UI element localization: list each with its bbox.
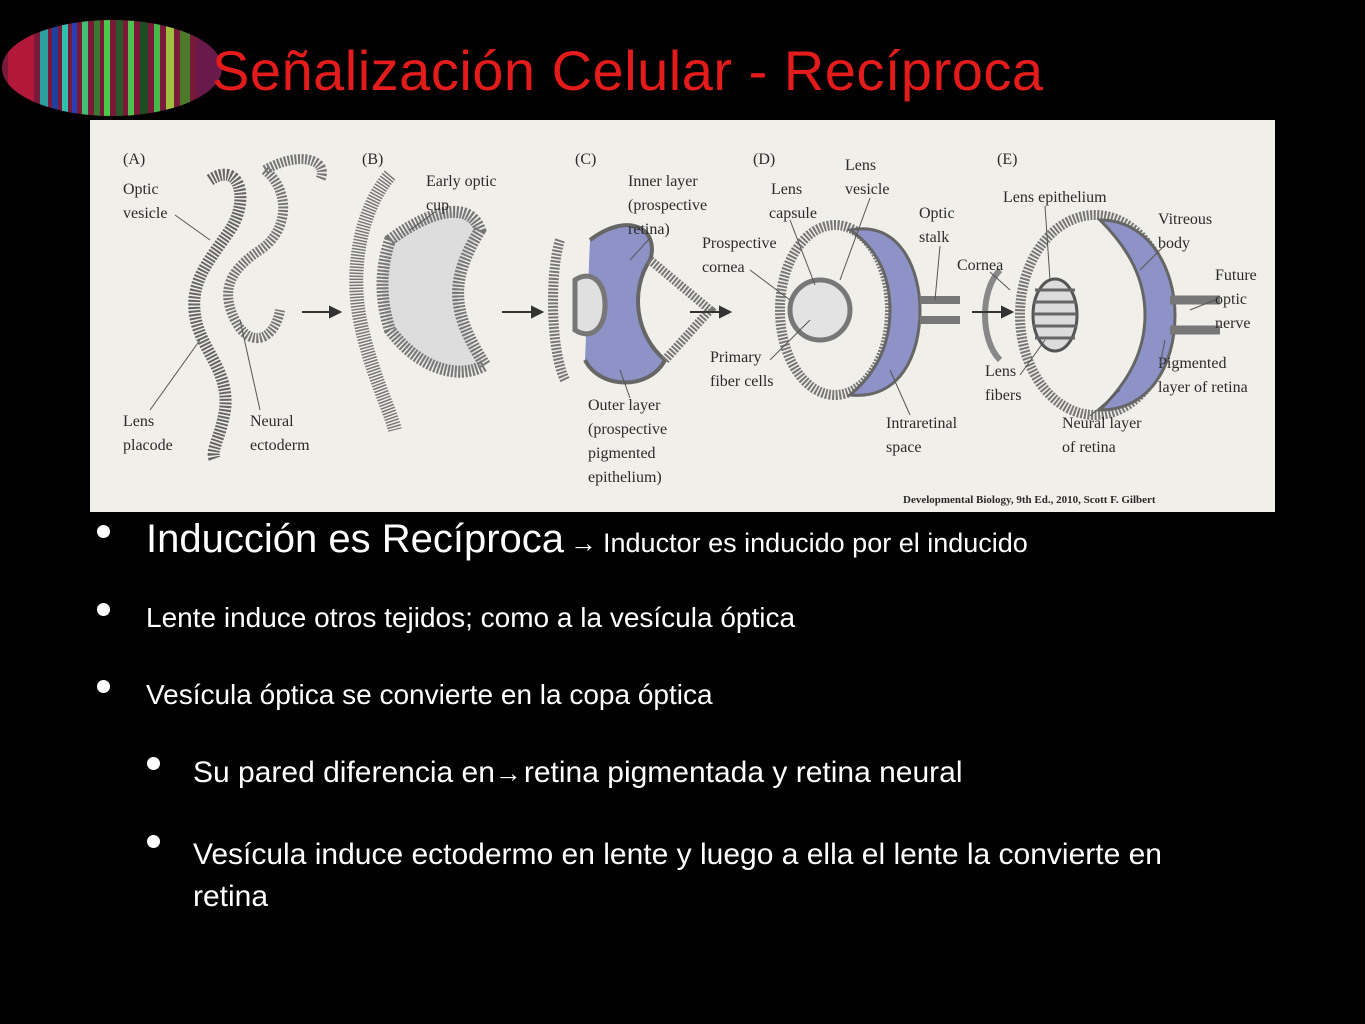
eye-development-diagram: (A) Optic vesicle Lens placode Neural ec… — [123, 151, 1257, 506]
bullet-4: Su pared diferencia en→retina pigmentada… — [193, 756, 962, 790]
label-future: Future — [1215, 267, 1257, 284]
label-of-retina: of retina — [1062, 439, 1116, 456]
label-optic-e: optic — [1215, 291, 1247, 308]
label-vitreous: Vitreous — [1158, 211, 1212, 228]
bullet-1-sub: Inductor es inducido por el inducido — [603, 528, 1028, 558]
bullet-1: Inducción es Recíproca→Inductor es induc… — [146, 517, 1028, 562]
label-stalk: stalk — [919, 229, 949, 246]
label-outer-layer: Outer layer — [588, 397, 661, 414]
panel-d-letter: (D) — [753, 151, 775, 168]
label-cornea-d: cornea — [702, 259, 745, 276]
label-placode: placode — [123, 437, 173, 454]
right-arrow-icon: → — [494, 758, 522, 788]
label-neural: Neural — [250, 413, 294, 430]
label-lens-d2: Lens — [845, 157, 876, 174]
bullet-dot — [147, 757, 160, 770]
bullet-dot — [97, 525, 110, 538]
label-lens-epithelium: Lens epithelium — [1003, 189, 1107, 206]
panel-a-letter: (A) — [123, 151, 145, 168]
label-space: space — [886, 439, 922, 456]
label-vesicle: vesicle — [123, 205, 167, 222]
bullet-2: Lente induce otros tejidos; como a la ve… — [146, 602, 796, 633]
label-body: body — [1158, 235, 1190, 252]
leader-lines — [149, 197, 1216, 417]
label-nerve: nerve — [1215, 315, 1251, 332]
label-cup: cup — [426, 197, 449, 214]
bullet-4-post: retina pigmentada y retina neural — [523, 756, 963, 789]
label-inner-layer: Inner layer — [628, 173, 698, 190]
bullet-dot — [147, 835, 160, 848]
slide-title: Señalización Celular - Recíproca — [212, 39, 1044, 102]
label-intraretinal: Intraretinal — [886, 415, 958, 432]
label-fiber-cells: fiber cells — [710, 373, 774, 390]
figure-credit: Developmental Biology, 9th Ed., 2010, Sc… — [903, 494, 1156, 506]
label-fibers: fibers — [985, 387, 1021, 404]
label-primary: Primary — [710, 349, 762, 366]
embryo-stripes-logo — [0, 16, 224, 120]
bullet-dot — [97, 680, 110, 693]
bullet-4-pre: Su pared diferencia en — [193, 756, 495, 789]
panel-c-letter: (C) — [575, 151, 596, 168]
label-lens-e: Lens — [985, 363, 1016, 380]
bullet-1-main: Inducción es Recíproca — [146, 517, 565, 561]
panel-a-illustration — [188, 154, 327, 463]
label-early-optic: Early optic — [426, 173, 497, 190]
label-vesicle-d: vesicle — [845, 181, 889, 198]
label-prospective: (prospective — [628, 197, 707, 214]
label-retina: retina) — [628, 221, 670, 238]
label-capsule: capsule — [769, 205, 817, 222]
bullet-3: Vesícula óptica se convierte en la copa … — [146, 679, 713, 710]
label-cornea-e: Cornea — [957, 257, 1003, 274]
label-optic-d: Optic — [919, 205, 955, 222]
label-optic: Optic — [123, 181, 159, 198]
bullet-dot — [97, 603, 110, 616]
panel-b-letter: (B) — [362, 151, 383, 168]
label-neural-layer: Neural layer — [1062, 415, 1142, 432]
bullet-5: Vesícula induce ectodermo en lente y lue… — [193, 838, 1162, 913]
label-ectoderm: ectoderm — [250, 437, 310, 454]
label-lens-d: Lens — [771, 181, 802, 198]
panel-arrows — [302, 305, 1015, 319]
label-pigmented-e: Pigmented — [1158, 355, 1226, 372]
panel-b-illustration — [349, 170, 494, 432]
right-arrow-icon: → — [570, 528, 598, 558]
label-epithelium: epithelium) — [588, 469, 662, 486]
panel-e-letter: (E) — [997, 151, 1017, 168]
label-layer-of-retina: layer of retina — [1158, 379, 1248, 396]
panel-e-illustration — [982, 210, 1220, 420]
label-prospective-2: (prospective — [588, 421, 667, 438]
label-lens: Lens — [123, 413, 154, 430]
label-pigmented: pigmented — [588, 445, 656, 462]
label-prospective-d: Prospective — [702, 235, 777, 252]
eye-development-figure: (A) Optic vesicle Lens placode Neural ec… — [90, 120, 1275, 512]
panel-c-illustration — [548, 223, 717, 385]
